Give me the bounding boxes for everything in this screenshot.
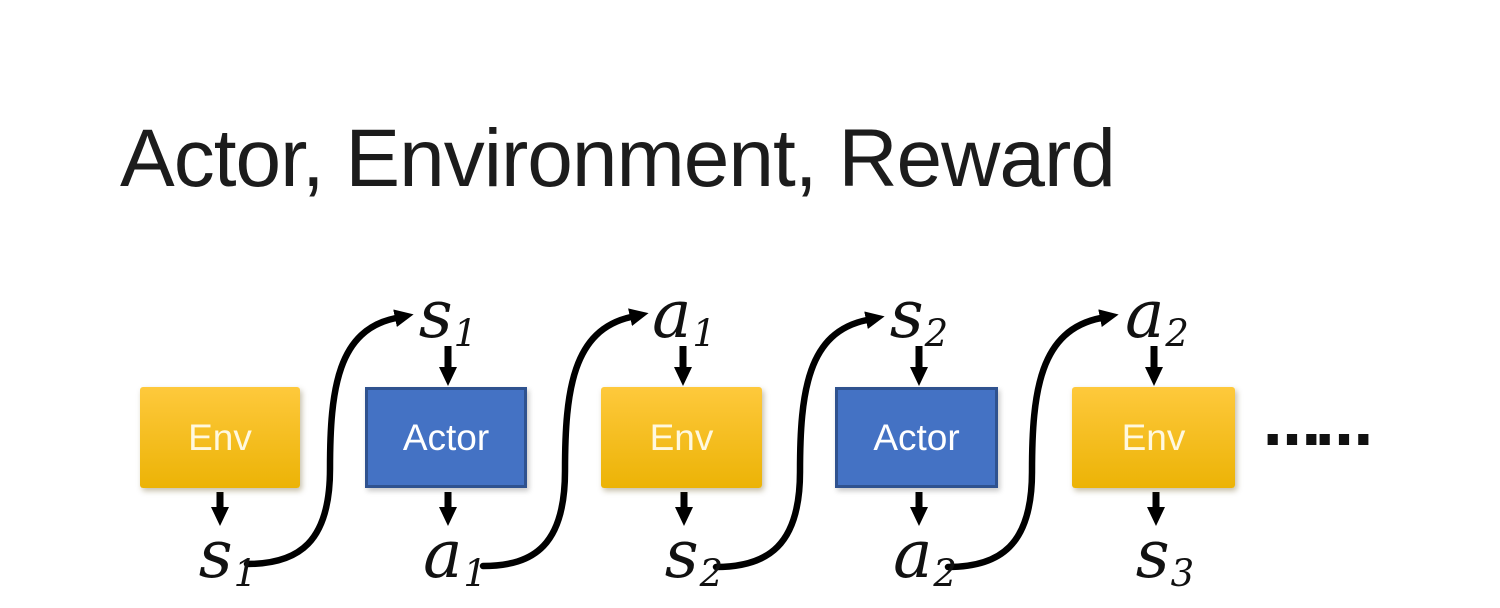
label-base: a xyxy=(423,516,463,593)
label-base: s xyxy=(418,276,453,353)
label-sub: 2 xyxy=(1165,311,1189,355)
env-box-2-label: Env xyxy=(649,417,714,458)
label-sub: 2 xyxy=(699,551,724,595)
label-sub: 1 xyxy=(233,551,258,595)
env-box-1: Env xyxy=(140,387,300,488)
label-base: s xyxy=(889,276,924,353)
curve-arrow-a2-to-a2 xyxy=(944,309,1119,571)
actor-box-2: Actor xyxy=(835,387,998,488)
curve-arrow-a1-to-a1 xyxy=(479,308,649,570)
ellipsis-dots: …… xyxy=(1263,391,1373,459)
env-box-3-label: Env xyxy=(1121,417,1186,458)
bottom-label-a1: a1 xyxy=(423,522,487,593)
bottom-label-s1: s1 xyxy=(199,522,257,593)
curve-arrow-s1-to-s1 xyxy=(243,309,414,568)
label-base: s xyxy=(1135,516,1170,593)
env-box-1-label: Env xyxy=(188,417,252,458)
label-base: s xyxy=(664,516,699,593)
label-sub: 1 xyxy=(453,311,478,355)
bottom-label-s2: s2 xyxy=(665,522,723,593)
top-label-a2: a2 xyxy=(1125,282,1189,353)
slide-title: Actor, Environment, Reward xyxy=(120,113,1116,204)
label-base: a xyxy=(893,516,933,593)
label-sub: 1 xyxy=(692,311,716,355)
label-sub: 3 xyxy=(1170,551,1195,595)
env-box-3: Env xyxy=(1072,387,1235,488)
curve-arrow-s2-to-s2 xyxy=(712,311,885,571)
label-base: a xyxy=(652,276,692,353)
actor-box-2-label: Actor xyxy=(873,417,960,458)
label-base: a xyxy=(1125,276,1165,353)
top-label-s1: s1 xyxy=(419,282,477,353)
top-label-a1: a1 xyxy=(652,282,716,353)
label-sub: 1 xyxy=(463,551,487,595)
bottom-label-s3: s3 xyxy=(1136,522,1194,593)
label-sub: 2 xyxy=(933,551,957,595)
label-base: s xyxy=(198,516,233,593)
actor-box-1: Actor xyxy=(365,387,527,488)
label-sub: 2 xyxy=(924,311,949,355)
env-box-2: Env xyxy=(601,387,762,488)
bottom-label-a2: a2 xyxy=(893,522,957,593)
top-label-s2: s2 xyxy=(890,282,948,353)
actor-box-1-label: Actor xyxy=(402,417,490,458)
